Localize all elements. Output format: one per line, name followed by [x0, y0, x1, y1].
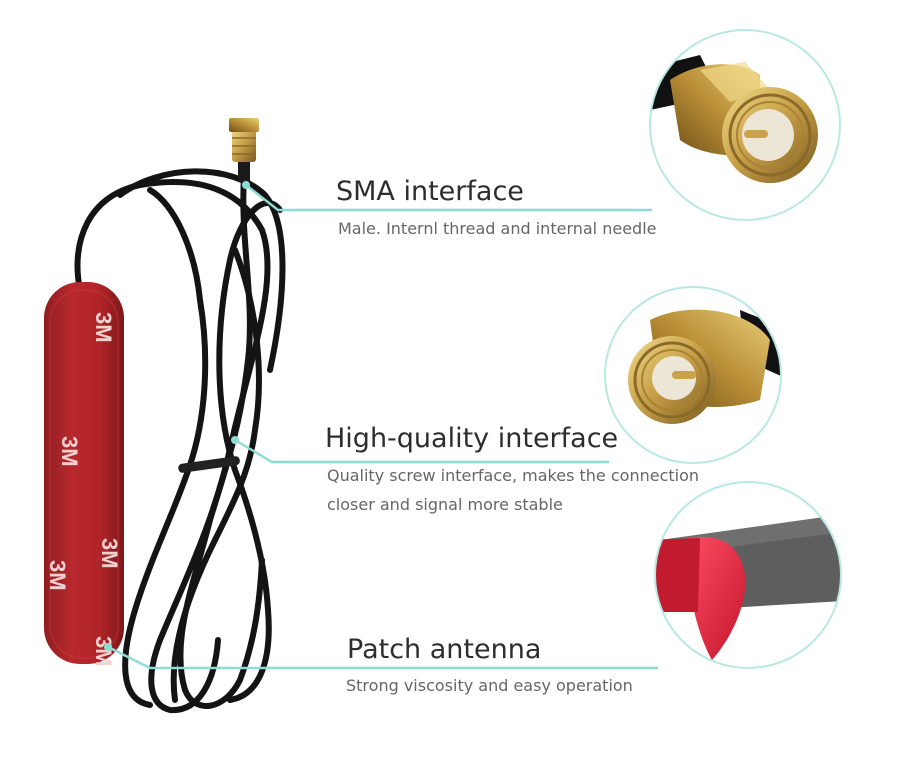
callout-desc-patch: Strong viscosity and easy operation: [346, 671, 633, 700]
cable-tie: [178, 456, 240, 473]
sticker-text: 3M: [57, 436, 82, 467]
callout-title-sma: SMA interface: [336, 176, 524, 207]
callout-leaders: [104, 181, 658, 670]
patch-3m-labels: 3M 3M 3M 3M 3M: [45, 312, 122, 667]
callout-desc-line: Male. Internl thread and internal needle: [338, 219, 657, 238]
callout-title-interface: High-quality interface: [325, 423, 619, 454]
detail-circle-patch: [654, 481, 842, 669]
callout-desc-line: Quality screw interface, makes the conne…: [327, 466, 700, 485]
sticker-text: 3M: [91, 636, 116, 667]
patch-antenna: [44, 282, 124, 664]
sticker-text: 3M: [97, 538, 122, 569]
callout-desc-sma: Male. Internl thread and internal needle: [338, 214, 656, 243]
callout-title-patch: Patch antenna: [347, 634, 542, 665]
sma-connector-small: [229, 118, 259, 182]
detail-circle-interface: [604, 286, 782, 464]
sticker-text: 3M: [91, 312, 116, 343]
detail-circle-sma: [649, 29, 841, 221]
callout-desc-line: Strong viscosity and easy operation: [346, 676, 633, 695]
callout-desc-line: closer and signal more stable: [327, 495, 563, 514]
callout-desc-interface: Quality screw interface, makes the conne…: [327, 461, 699, 519]
sticker-text: 3M: [45, 560, 70, 591]
